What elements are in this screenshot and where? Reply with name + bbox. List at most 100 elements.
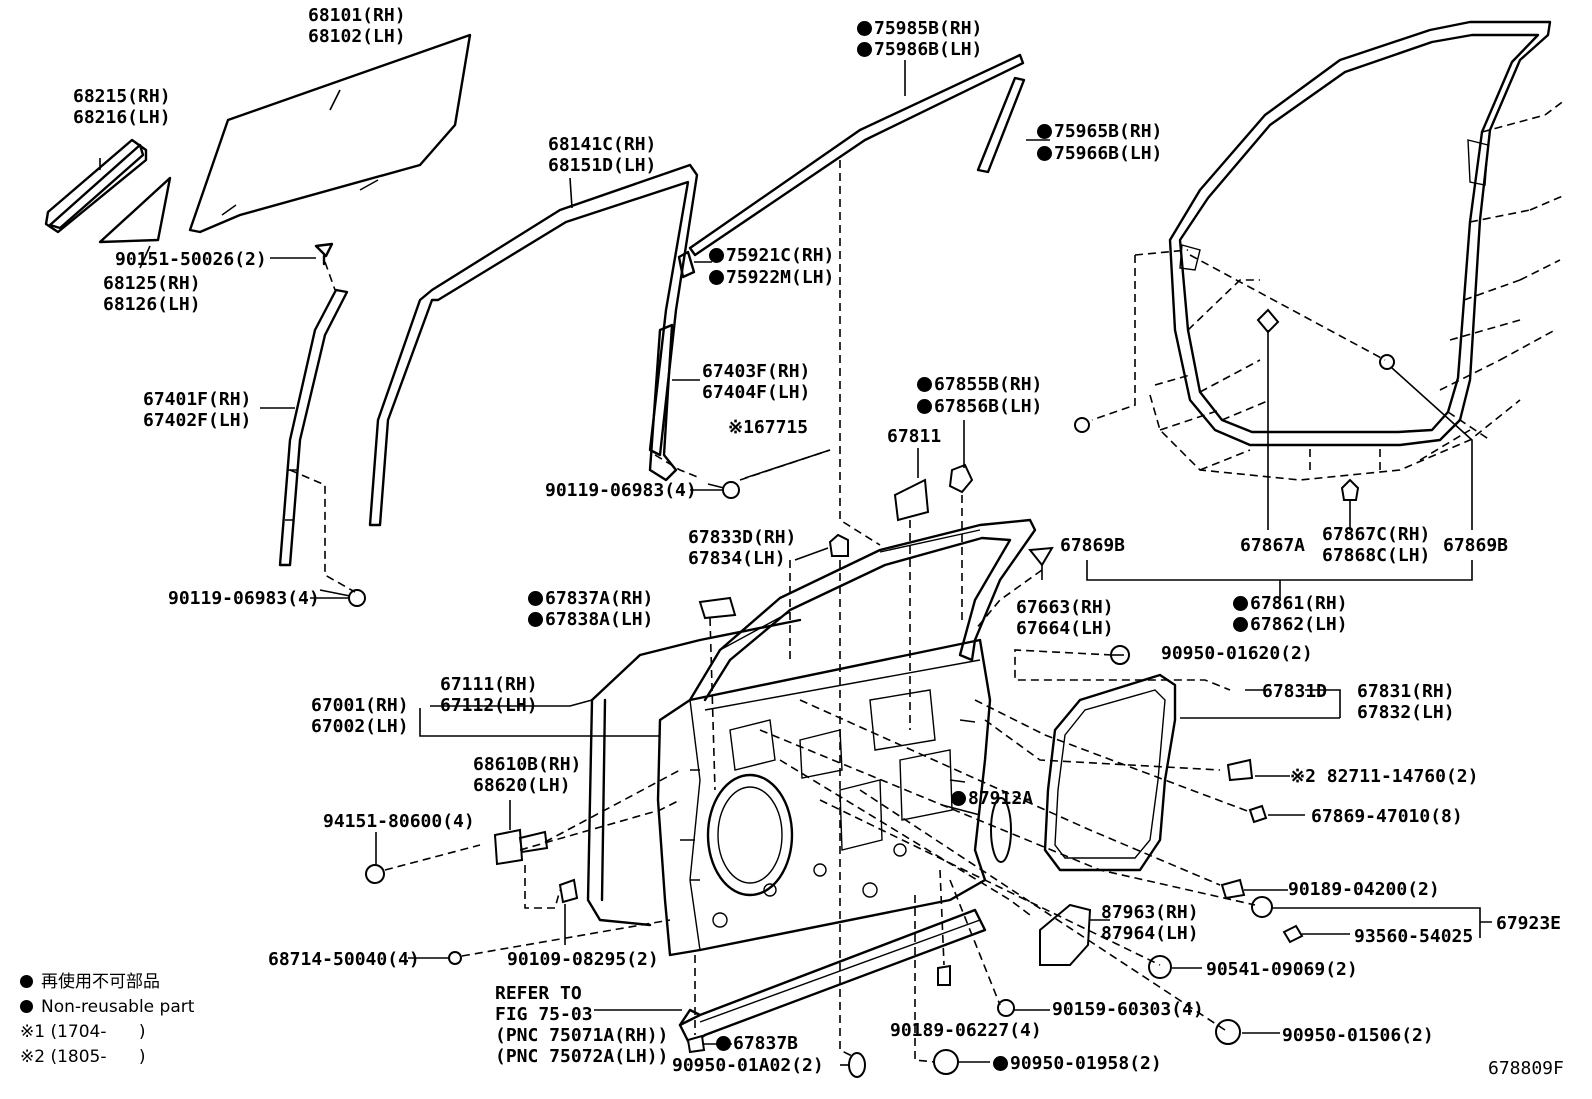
- nut-94151: [365, 864, 385, 884]
- legend-non-reusable-en: Non-reusable part: [20, 996, 194, 1019]
- speaker-opening: [706, 773, 794, 897]
- label-67838a: 67838A(LH): [528, 609, 653, 630]
- bracket-67855b: [948, 463, 974, 494]
- label-67663: 67663(RH) 67664(LH): [1016, 597, 1114, 639]
- label-67811: 67811: [887, 426, 942, 447]
- pillar-moulding: [976, 76, 1026, 174]
- label-90109: 90109-08295(2): [507, 949, 659, 970]
- moulding-clip: [677, 250, 696, 279]
- label-67833d: 67833D(RH) 67834(LH): [688, 527, 797, 569]
- quarter-glass: [98, 176, 172, 244]
- label-90950-01a02: 90950-01A02(2): [672, 1055, 824, 1076]
- sound-pad-67811: [893, 478, 930, 522]
- figure-code: 678809F: [1488, 1058, 1564, 1079]
- quarter-window-seal: [44, 138, 148, 234]
- label-90950-01958: 90950-01958(2): [993, 1053, 1162, 1074]
- grommet-67923e: [1251, 896, 1273, 918]
- label-67111: 67111(RH) 67112(LH): [440, 674, 538, 716]
- cover-67663: [1028, 546, 1054, 567]
- label-90119-upper: 90119-06983(4): [545, 480, 697, 501]
- label-67867c: 67867C(RH) 67868C(LH): [1322, 524, 1431, 566]
- label-75922m: 75922M(LH): [709, 267, 834, 288]
- label-68714: 68714-50040(4): [268, 949, 420, 970]
- label-67855b: 67855B(RH): [917, 374, 1042, 395]
- label-67715: ※167715: [728, 417, 809, 438]
- label-refer-fig: REFER TO FIG 75-03 (PNC 75071A(RH)) (PNC…: [495, 983, 669, 1067]
- label-90151: 90151-50026(2): [115, 249, 267, 270]
- clip-67869-47010: [1248, 804, 1268, 824]
- label-87963: 87963(RH) 87964(LH): [1101, 902, 1199, 944]
- plug-90950-01506: [1215, 1019, 1241, 1045]
- label-67867a: 67867A: [1240, 535, 1306, 556]
- clip-67869b-left: [1074, 417, 1090, 433]
- bolt-90119-lower: [319, 589, 366, 607]
- label-90189-06227: 90189-06227(4): [890, 1020, 1042, 1041]
- label-68610b: 68610B(RH) 68620(LH): [473, 754, 582, 796]
- label-67837a: 67837A(RH): [528, 588, 653, 609]
- bracket-82711: [1226, 758, 1254, 782]
- label-90950-01506: 90950-01506(2): [1282, 1025, 1434, 1046]
- clip-67837b: [686, 1034, 706, 1054]
- clip-90151: [314, 242, 334, 266]
- door-glass: [188, 33, 472, 234]
- label-68101: 68101(RH) 68102(LH): [308, 5, 406, 47]
- bracket-67833d: [828, 533, 849, 557]
- label-67862: 67862(LH): [1233, 614, 1348, 635]
- label-67869b-left: 67869B: [1060, 535, 1126, 556]
- door-weatherstrip: [1168, 20, 1552, 447]
- label-82711: ※2 82711-14760(2): [1290, 766, 1479, 787]
- label-67403f: 67403F(RH) 67404F(LH): [702, 361, 811, 403]
- door-outer-panel: [586, 618, 802, 927]
- clip-90189-04200: [1220, 878, 1246, 900]
- clip-67867c: [1340, 478, 1360, 501]
- grommet-90541: [1148, 955, 1172, 979]
- clip-67869b-right: [1379, 354, 1395, 370]
- label-67861: 67861(RH): [1233, 593, 1348, 614]
- bolt-90159: [997, 999, 1015, 1017]
- clip-67867a: [1256, 308, 1280, 334]
- label-90189-04200: 90189-04200(2): [1288, 879, 1440, 900]
- legend-non-reusable-jp: 再使用不可部品: [20, 971, 160, 994]
- label-67837b: 67837B: [716, 1033, 798, 1054]
- label-75966b: 75966B(LH): [1037, 143, 1162, 164]
- label-75985b: 75985B(RH): [857, 18, 982, 39]
- glass-run-channel: [368, 163, 699, 527]
- label-67831d: 67831D: [1262, 681, 1328, 702]
- label-94151: 94151-80600(4): [323, 811, 475, 832]
- plug-90950-01a02: [848, 1052, 866, 1078]
- door-hinge: [493, 828, 549, 866]
- plug-90950-01958: [933, 1049, 959, 1075]
- screw-93560: [1282, 924, 1304, 944]
- label-90541: 90541-09069(2): [1206, 959, 1358, 980]
- label-67001: 67001(RH) 67002(LH): [311, 695, 409, 737]
- label-67401f: 67401F(RH) 67402F(LH): [143, 389, 252, 431]
- label-90159: 90159-60303(4): [1052, 999, 1204, 1020]
- rear-division-bar: [278, 288, 349, 567]
- label-67869b-right: 67869B: [1443, 535, 1509, 556]
- bolt-90109: [558, 878, 579, 904]
- label-67869-47010: 67869-47010(8): [1311, 806, 1463, 827]
- label-90119-lower: 90119-06983(4): [168, 588, 320, 609]
- label-87912a: 87912A: [951, 788, 1033, 809]
- label-93560: 93560-54025: [1354, 926, 1474, 947]
- label-67831: 67831(RH) 67832(LH): [1357, 681, 1455, 723]
- clip-68714: [448, 951, 462, 965]
- bolt-90119-upper: [707, 481, 740, 499]
- front-division-bar: [648, 323, 678, 482]
- belt-moulding: [688, 53, 1025, 257]
- label-68125: 68125(RH) 68126(LH): [103, 273, 201, 315]
- door-window-frame: [688, 518, 1037, 702]
- clip-90189-06227: [937, 964, 951, 986]
- service-hole-cover: [1043, 673, 1177, 872]
- label-67923e: 67923E: [1496, 913, 1562, 934]
- clip-67837a: [698, 596, 737, 620]
- label-90950-01620: 90950-01620(2): [1161, 643, 1313, 664]
- bracket-87963: [1039, 903, 1092, 966]
- label-68141c: 68141C(RH) 68151D(LH): [548, 134, 657, 176]
- door-inner-panel: [656, 638, 992, 957]
- label-75965b: 75965B(RH): [1037, 121, 1162, 142]
- label-67856b: 67856B(LH): [917, 396, 1042, 417]
- label-75986b: 75986B(LH): [857, 39, 982, 60]
